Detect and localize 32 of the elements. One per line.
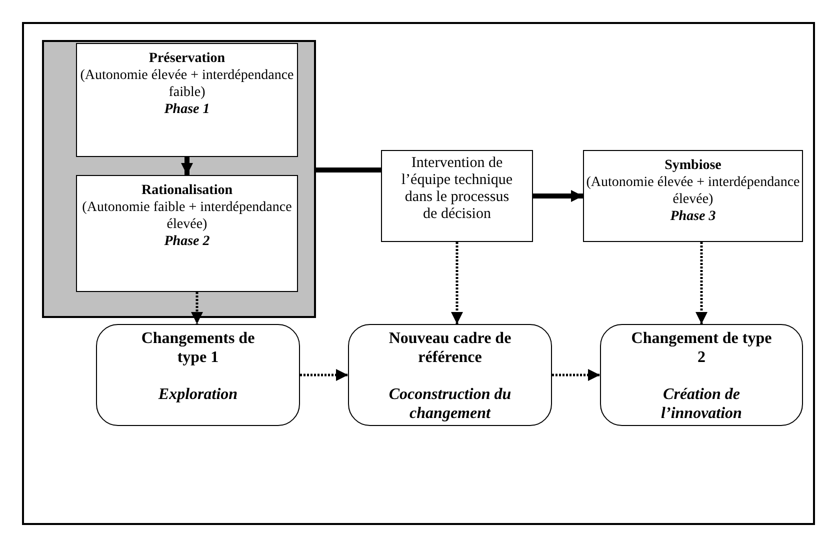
phase-description: (Autonomie élevée + interdépendance élevée) [585, 174, 801, 208]
arrow [451, 242, 463, 324]
change-subtitle: Création de l’innovation [660, 385, 743, 423]
phase-heading: Préservation [148, 50, 226, 67]
phase-box [76, 175, 298, 292]
rounded-stage-box [348, 324, 552, 426]
phase-heading: Rationalisation [140, 182, 234, 199]
phase-description: (Autonomie faible + interdépendance élevée) [81, 199, 293, 233]
connector-line [316, 168, 381, 172]
rounded-stage-box [96, 324, 300, 426]
grouping-panel [42, 40, 316, 318]
phase-label: Phase 1 [163, 101, 211, 118]
phase-description: (Autonomie élevée + interdépendance faible) [79, 67, 295, 101]
process-text: Intervention de l’équipe technique dans le processus de décision [400, 155, 514, 223]
phase-label: Phase 3 [669, 208, 717, 225]
change-heading: Changements de type 1 [140, 329, 256, 367]
change-heading: Nouveau cadre de référence [388, 329, 512, 367]
rounded-stage-box [600, 324, 803, 426]
change-subtitle: Coconstruction du changement [388, 385, 512, 423]
arrow [696, 242, 708, 324]
phase-box [583, 150, 803, 242]
change-subtitle: Exploration [157, 385, 239, 404]
change-heading: Changement de type 2 [630, 329, 773, 367]
arrow [191, 292, 203, 324]
arrow [552, 369, 600, 381]
process-box [381, 150, 533, 242]
arrow [181, 157, 193, 175]
arrow [533, 190, 583, 202]
arrow [300, 369, 348, 381]
phase-heading: Symbiose [664, 157, 722, 174]
phase-label: Phase 2 [163, 233, 211, 250]
phase-box [76, 43, 298, 157]
